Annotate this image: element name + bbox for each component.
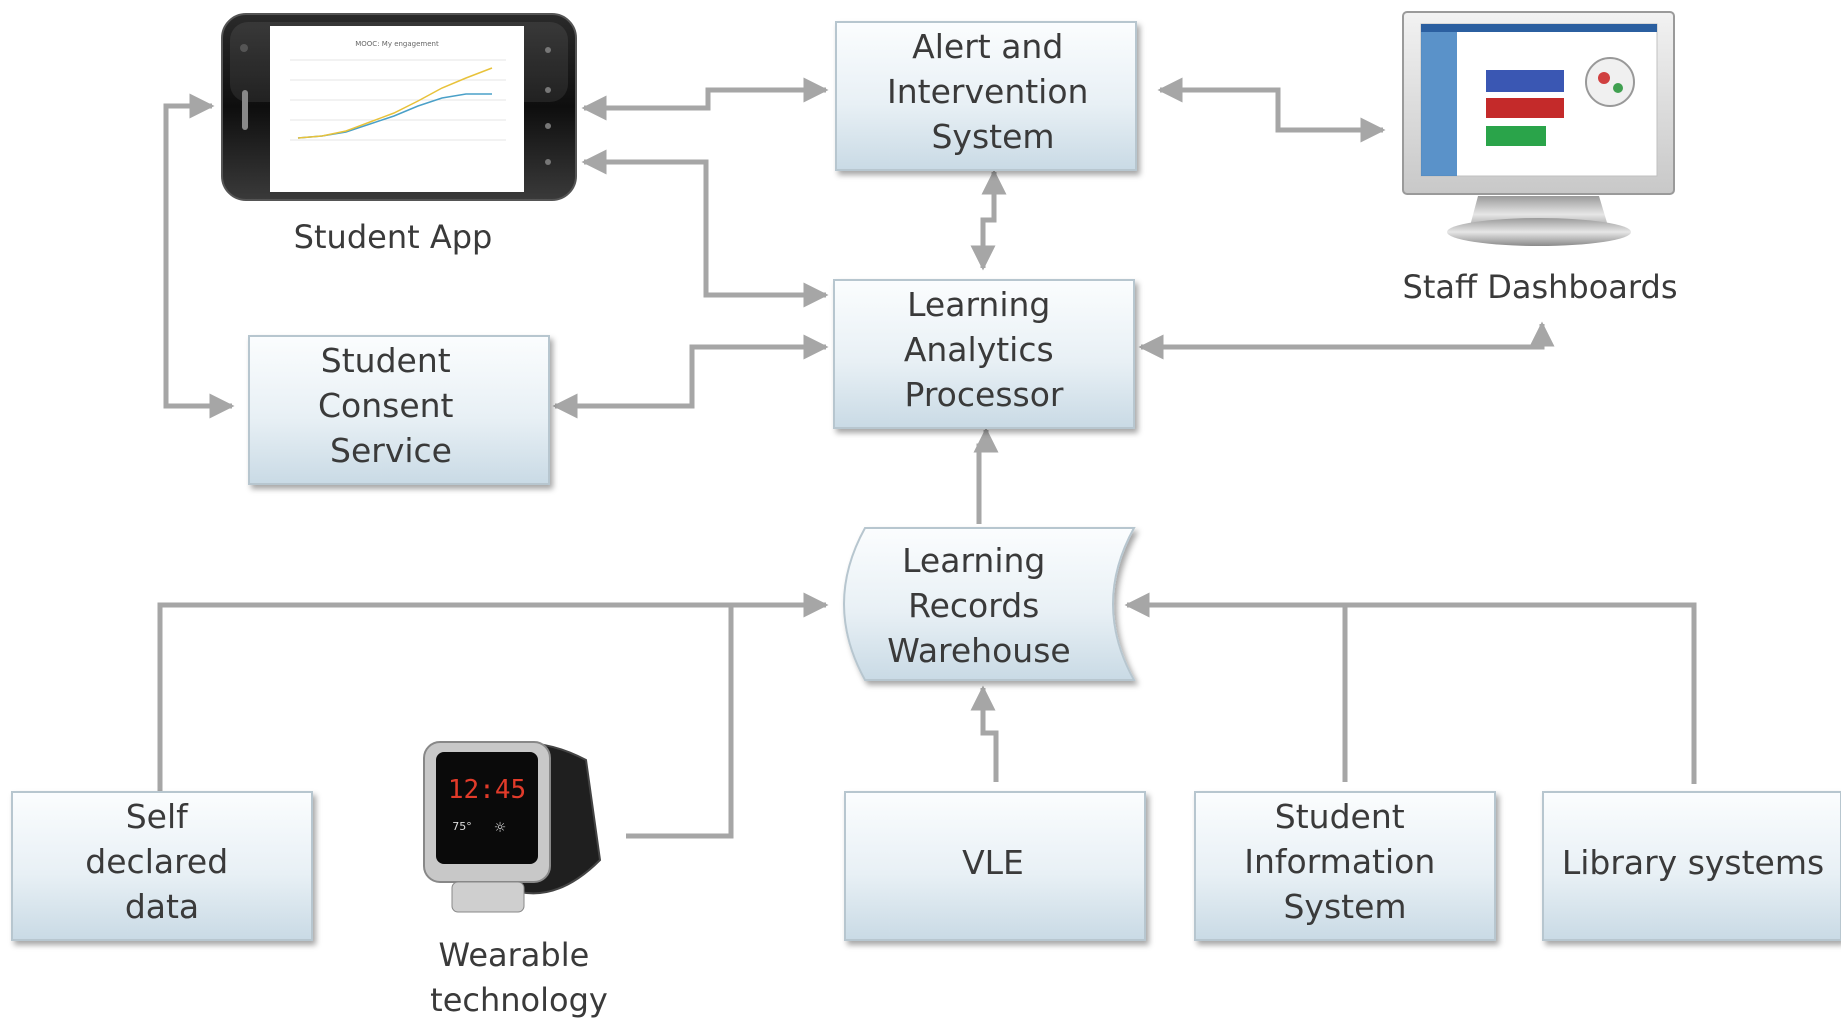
connector-phone-consent bbox=[163, 93, 235, 419]
caption-wearable-technology: Wearable technology bbox=[430, 936, 608, 1019]
phone-chart-title: MOOC: My engagement bbox=[355, 40, 439, 48]
connector-processor-dashboards bbox=[1138, 321, 1555, 360]
connector-vle-warehouse bbox=[970, 685, 999, 782]
node-label: Library systems bbox=[1562, 843, 1824, 882]
connector-wearable-warehouse bbox=[626, 605, 734, 839]
connectors bbox=[157, 77, 1697, 839]
node-learning-records-warehouse: Learning Records Warehouse bbox=[843, 527, 1136, 681]
node-label: Learning Records Warehouse bbox=[887, 541, 1070, 670]
connector-alert-dashboards bbox=[1157, 77, 1386, 143]
node-vle: VLE bbox=[844, 791, 1146, 941]
phone-image: MOOC: My engagement bbox=[221, 13, 577, 201]
node-library-systems: Library systems bbox=[1542, 791, 1841, 941]
node-label: VLE bbox=[962, 843, 1024, 882]
caption-student-app: Student App bbox=[294, 218, 493, 256]
dashboard-bar-red bbox=[1486, 98, 1564, 118]
connector-phone-alert bbox=[581, 77, 829, 121]
connector-alert-processor bbox=[970, 169, 1007, 271]
connector-phone-processor bbox=[581, 149, 829, 308]
node-label: Student Consent Service bbox=[318, 341, 464, 470]
connector-sis-warehouse bbox=[1124, 592, 1348, 782]
sun-icon: ☼ bbox=[494, 820, 507, 836]
node-student-information-system: Student Information System bbox=[1194, 791, 1496, 941]
node-label: Learning Analytics Processor bbox=[904, 285, 1064, 414]
node-label: Student Information System bbox=[1244, 797, 1446, 926]
connector-warehouse-processor bbox=[973, 427, 999, 524]
phone-chart bbox=[290, 59, 506, 141]
node-label: Alert and Intervention System bbox=[887, 27, 1099, 156]
monitor-image bbox=[1402, 11, 1675, 246]
smartwatch-image: 12:45 75° ☼ bbox=[423, 741, 602, 913]
connector-consent-processor bbox=[552, 334, 829, 419]
node-self-declared-data: Self declared data bbox=[11, 791, 313, 941]
connector-selfdeclared-warehouse bbox=[157, 592, 829, 792]
node-student-consent-service: Student Consent Service bbox=[248, 335, 550, 485]
connector-library-warehouse bbox=[1345, 602, 1697, 784]
watch-temp: 75° bbox=[452, 820, 472, 833]
caption-staff-dashboards: Staff Dashboards bbox=[1403, 268, 1678, 306]
node-label: Self declared data bbox=[85, 797, 238, 926]
node-alert-intervention-system: Alert and Intervention System bbox=[835, 21, 1137, 171]
dashboard-bar-green bbox=[1486, 126, 1546, 146]
node-learning-analytics-processor: Learning Analytics Processor bbox=[833, 279, 1135, 429]
dashboard-bar-blue bbox=[1486, 70, 1564, 92]
watch-time: 12:45 bbox=[448, 775, 526, 805]
